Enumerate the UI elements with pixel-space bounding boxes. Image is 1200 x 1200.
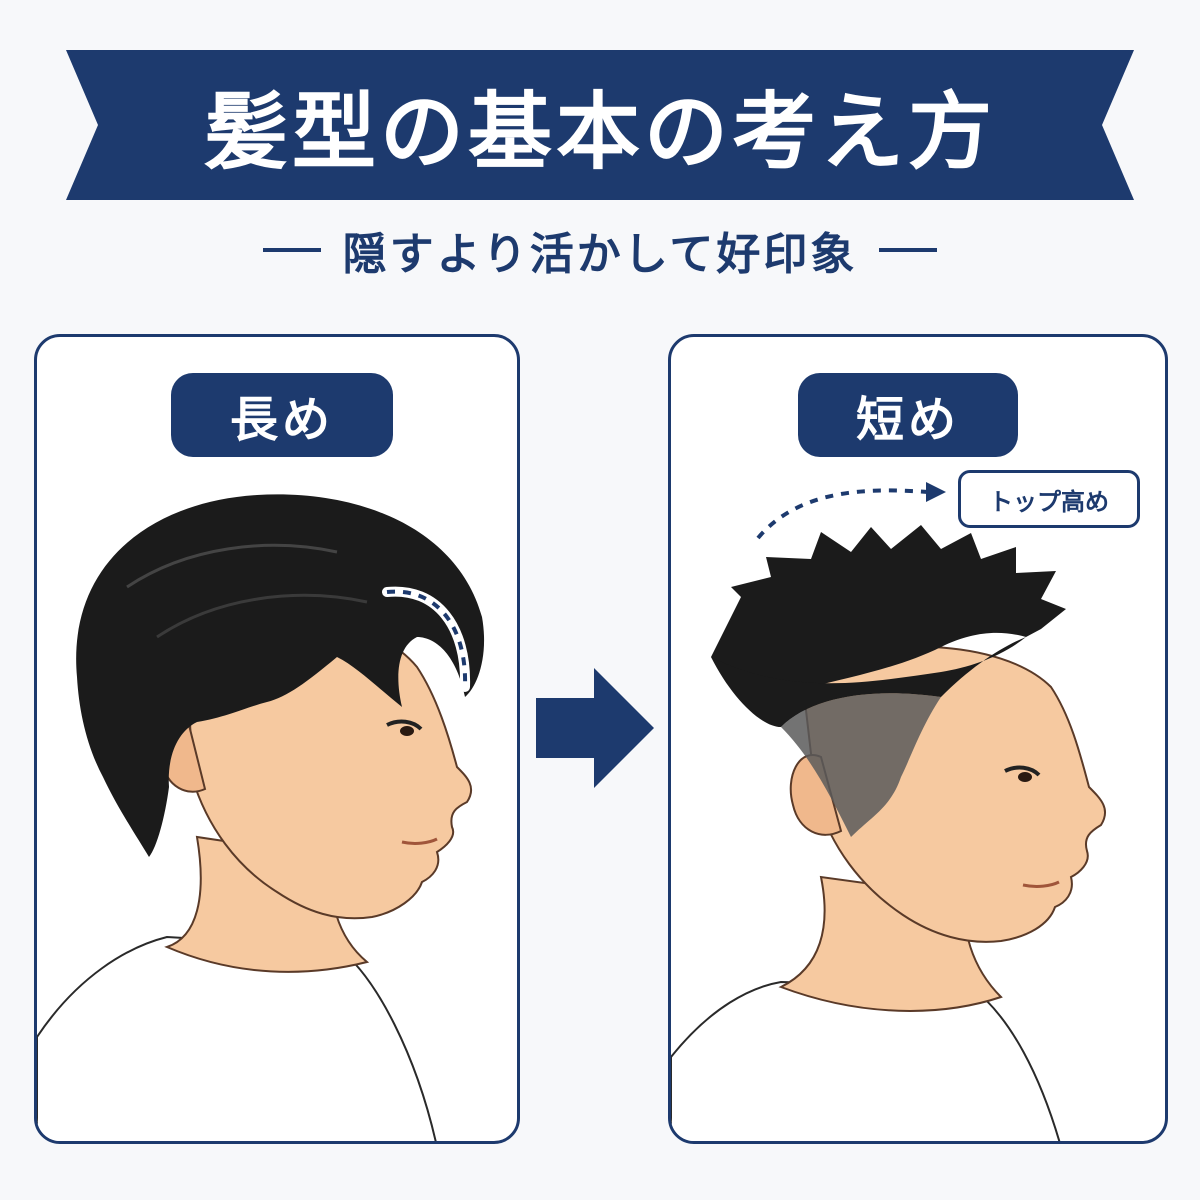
subtitle-dash-right <box>879 248 938 252</box>
banner-ribbon-shape <box>66 50 1134 200</box>
subtitle-dash-left <box>262 248 321 252</box>
dashed-curved-arrow-icon <box>756 482 946 540</box>
long-hair-illustration <box>37 494 485 1141</box>
right-arrow-icon <box>536 668 654 788</box>
panel-short-hair: 短め <box>668 334 1168 1144</box>
label-long: 長め <box>171 373 393 457</box>
page-subtitle: 隠すより活かして好印象 <box>342 229 858 280</box>
note-top-high: トップ高め <box>958 470 1140 528</box>
short-hair-illustration <box>671 525 1107 1141</box>
label-short: 短め <box>798 373 1018 457</box>
subtitle-row: 隠すより活かして好印象 <box>0 222 1200 280</box>
panel-long-hair: 長め <box>34 334 520 1144</box>
title-banner: 髪型の基本の考え方 <box>66 50 1134 200</box>
page-title: 髪型の基本の考え方 <box>203 82 996 181</box>
